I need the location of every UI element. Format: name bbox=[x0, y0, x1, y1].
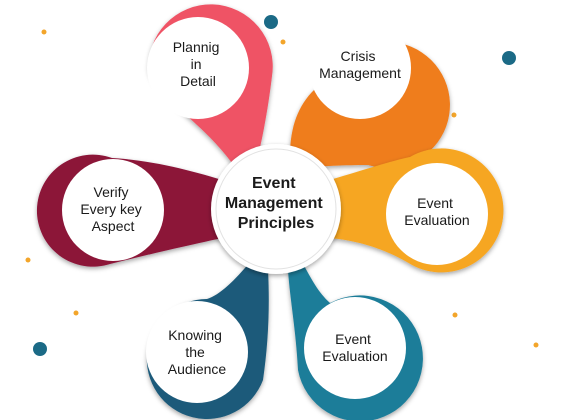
decor-dot bbox=[502, 51, 516, 65]
petal-label-line: Plannig bbox=[173, 39, 220, 55]
petal-circle-crisis bbox=[309, 17, 411, 119]
center-title-line-3: Principles bbox=[238, 215, 315, 232]
petal-label-line: Management bbox=[319, 65, 401, 81]
petal-label-line: the bbox=[185, 344, 205, 360]
decor-dot bbox=[533, 342, 539, 348]
petal-label-verify: Verify Every key Aspect bbox=[80, 184, 145, 234]
petal-label-line: Event bbox=[417, 195, 453, 211]
petal-label-line: Audience bbox=[168, 361, 227, 377]
decor-dot bbox=[451, 112, 457, 118]
decorative-dots bbox=[25, 15, 539, 411]
decor-dot bbox=[41, 29, 47, 35]
petal-labels: Plannig in Detail Crisis Management Even… bbox=[80, 39, 469, 377]
petal-label-line: in bbox=[191, 56, 202, 72]
petal-circle-planning bbox=[147, 17, 249, 119]
petal-circle-verify bbox=[62, 159, 164, 261]
petal-circle-audience bbox=[146, 301, 248, 403]
petal-label-line: Aspect bbox=[92, 218, 135, 234]
petal-label-evaluation-right: Event Evaluation bbox=[404, 195, 469, 228]
decor-dot bbox=[33, 342, 47, 356]
petal-label-line: Detail bbox=[180, 73, 216, 89]
petal-label-line: Event bbox=[335, 331, 371, 347]
petal-circles bbox=[62, 17, 488, 403]
decor-dot bbox=[25, 257, 31, 263]
center-title-line-1: Event bbox=[252, 175, 296, 192]
petal-label-audience: Knowing the Audience bbox=[168, 327, 227, 377]
decor-dot bbox=[452, 312, 458, 318]
decor-dot bbox=[73, 310, 79, 316]
decor-dot bbox=[264, 15, 278, 29]
center-title-line-2: Management bbox=[225, 195, 323, 212]
petal-label-crisis: Crisis Management bbox=[319, 48, 401, 81]
petal-label-line: Evaluation bbox=[404, 212, 469, 228]
center-title: Event Management Principles bbox=[225, 175, 327, 232]
petal-label-line: Crisis bbox=[341, 48, 376, 64]
petal-circle-evaluation-bottom bbox=[304, 297, 406, 399]
petal-circle-evaluation-right bbox=[386, 163, 488, 265]
petal-label-evaluation-bottom: Event Evaluation bbox=[322, 331, 387, 364]
decor-dot bbox=[280, 39, 286, 45]
petal-label-line: Evaluation bbox=[322, 348, 387, 364]
center-hub: Event Management Principles bbox=[211, 144, 341, 274]
petal-label-planning: Plannig in Detail bbox=[173, 39, 224, 89]
petal-label-line: Every key bbox=[80, 201, 141, 217]
petal-label-line: Verify bbox=[94, 184, 129, 200]
center-hub-inner bbox=[215, 148, 337, 270]
petal-label-line: Knowing bbox=[168, 327, 222, 343]
